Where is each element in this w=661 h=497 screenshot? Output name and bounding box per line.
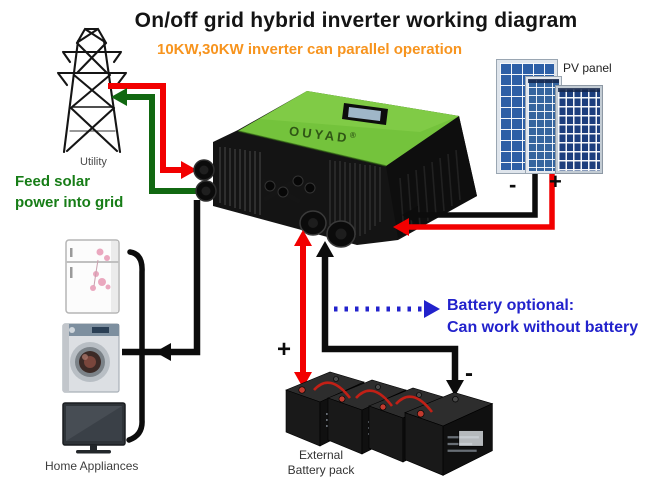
pv-panel-3-header <box>558 88 600 92</box>
subtitle: 10KW,30KW inverter can parallel operatio… <box>157 41 463 58</box>
inverter <box>193 91 477 248</box>
black-line-inverter-to-appliances <box>122 200 201 361</box>
green-arrow-inverter-to-grid <box>111 88 202 194</box>
inverter-mc4-connectors <box>260 175 316 205</box>
black-line-battery-negative <box>316 241 464 396</box>
battery-4 <box>404 392 494 476</box>
pv-panel-2-header <box>528 79 559 83</box>
external-battery-pack-label: External Battery pack <box>283 448 359 478</box>
inverter-brand-reg: ® <box>349 130 357 141</box>
battery-optional-note-line2: Can work without battery <box>447 319 639 336</box>
washing-machine <box>62 323 120 393</box>
pv-panel-label: PV panel <box>563 61 612 75</box>
feed-solar-note-line1: Feed solar <box>15 173 91 190</box>
page-title: On/off grid hybrid inverter working diag… <box>134 9 578 32</box>
inverter-display <box>342 103 388 125</box>
pv-plus-sign: + <box>549 169 562 194</box>
red-arrow-grid-to-inverter <box>108 83 197 179</box>
home-appliances-label: Home Appliances <box>45 459 139 473</box>
inverter-left-connectors <box>193 159 217 202</box>
fridge <box>65 239 120 314</box>
red-line-battery-positive <box>294 230 312 388</box>
external-battery-pack-line1: External <box>298 448 344 462</box>
utility-label: Utility <box>80 156 107 168</box>
battery-pack <box>285 371 494 476</box>
battery-optional-note-line1: Battery optional: <box>447 297 575 314</box>
battery-plus-sign: + <box>277 336 292 363</box>
external-battery-pack-line2: Battery pack <box>287 463 355 477</box>
battery-minus-sign: - <box>465 360 473 387</box>
appliances-bracket <box>126 249 145 443</box>
pv-panel-2 <box>525 76 562 174</box>
pv-minus-sign: - <box>509 172 517 197</box>
tv <box>62 402 126 454</box>
blue-dotted-arrow <box>334 300 440 318</box>
feed-solar-note-line2: power into grid <box>15 194 124 211</box>
pv-panel-3 <box>555 85 603 174</box>
feed-solar-note: Feed solar power into grid <box>15 171 123 213</box>
inverter-bottom-connectors <box>299 210 356 248</box>
red-wire-pv-positive <box>393 172 555 236</box>
black-wire-pv-negative <box>402 172 538 224</box>
utility-tower-icon <box>56 27 128 154</box>
battery-jumper-wires <box>313 381 434 413</box>
